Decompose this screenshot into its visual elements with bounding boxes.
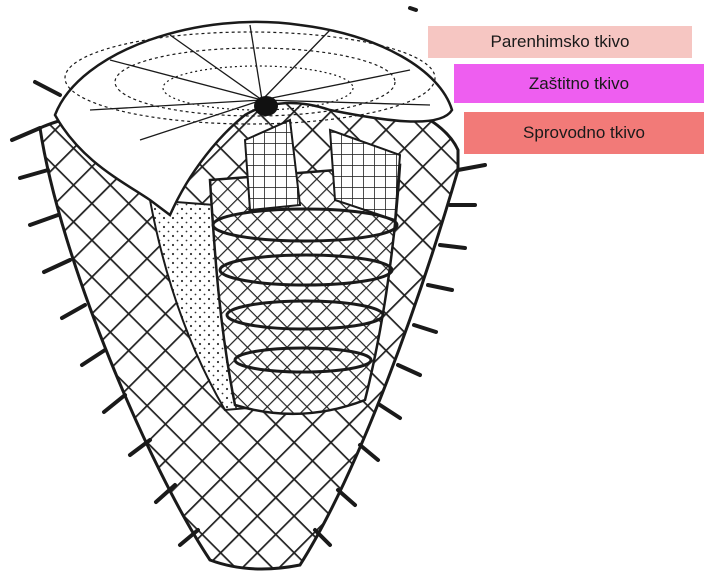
label-vascular-text: Sprovodno tkivo [523, 123, 645, 143]
label-parenchyma-text: Parenhimsko tkivo [491, 32, 630, 52]
label-parenchyma: Parenhimsko tkivo [428, 26, 692, 58]
label-vascular: Sprovodno tkivo [464, 112, 704, 154]
label-protective-text: Zaštitno tkivo [529, 74, 629, 94]
label-protective: Zaštitno tkivo [454, 64, 704, 103]
